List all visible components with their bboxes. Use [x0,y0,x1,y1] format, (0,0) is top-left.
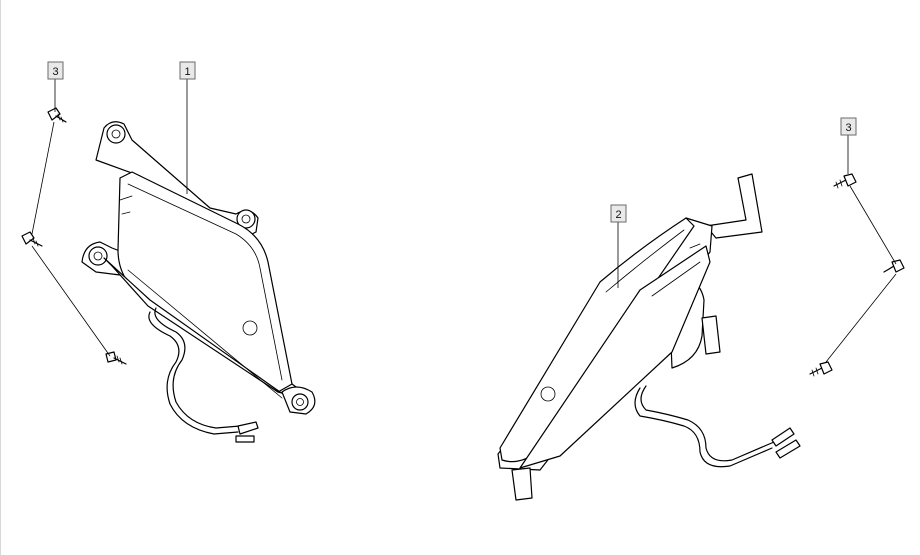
callout-1: 1 [179,61,196,194]
right-screws [809,173,905,377]
screw-icon [105,351,127,365]
left-screws [21,107,127,365]
callout-3-right-label: 3 [845,122,851,134]
callout-3-right: 3 [840,117,857,174]
callout-3-left: 3 [47,61,64,112]
left-lamp-housing [81,121,316,443]
page-edge-line [0,0,1,555]
screw-icon [833,173,857,189]
callout-1-label: 1 [184,66,190,78]
screw-icon [809,361,833,377]
screw-icon [883,259,905,273]
right-lamp-housing [497,173,801,501]
callout-2-label: 2 [615,209,621,221]
screw-icon [47,107,67,123]
screw-icon [21,231,43,247]
callout-2: 2 [610,204,627,288]
callout-3-left-label: 3 [52,66,58,78]
